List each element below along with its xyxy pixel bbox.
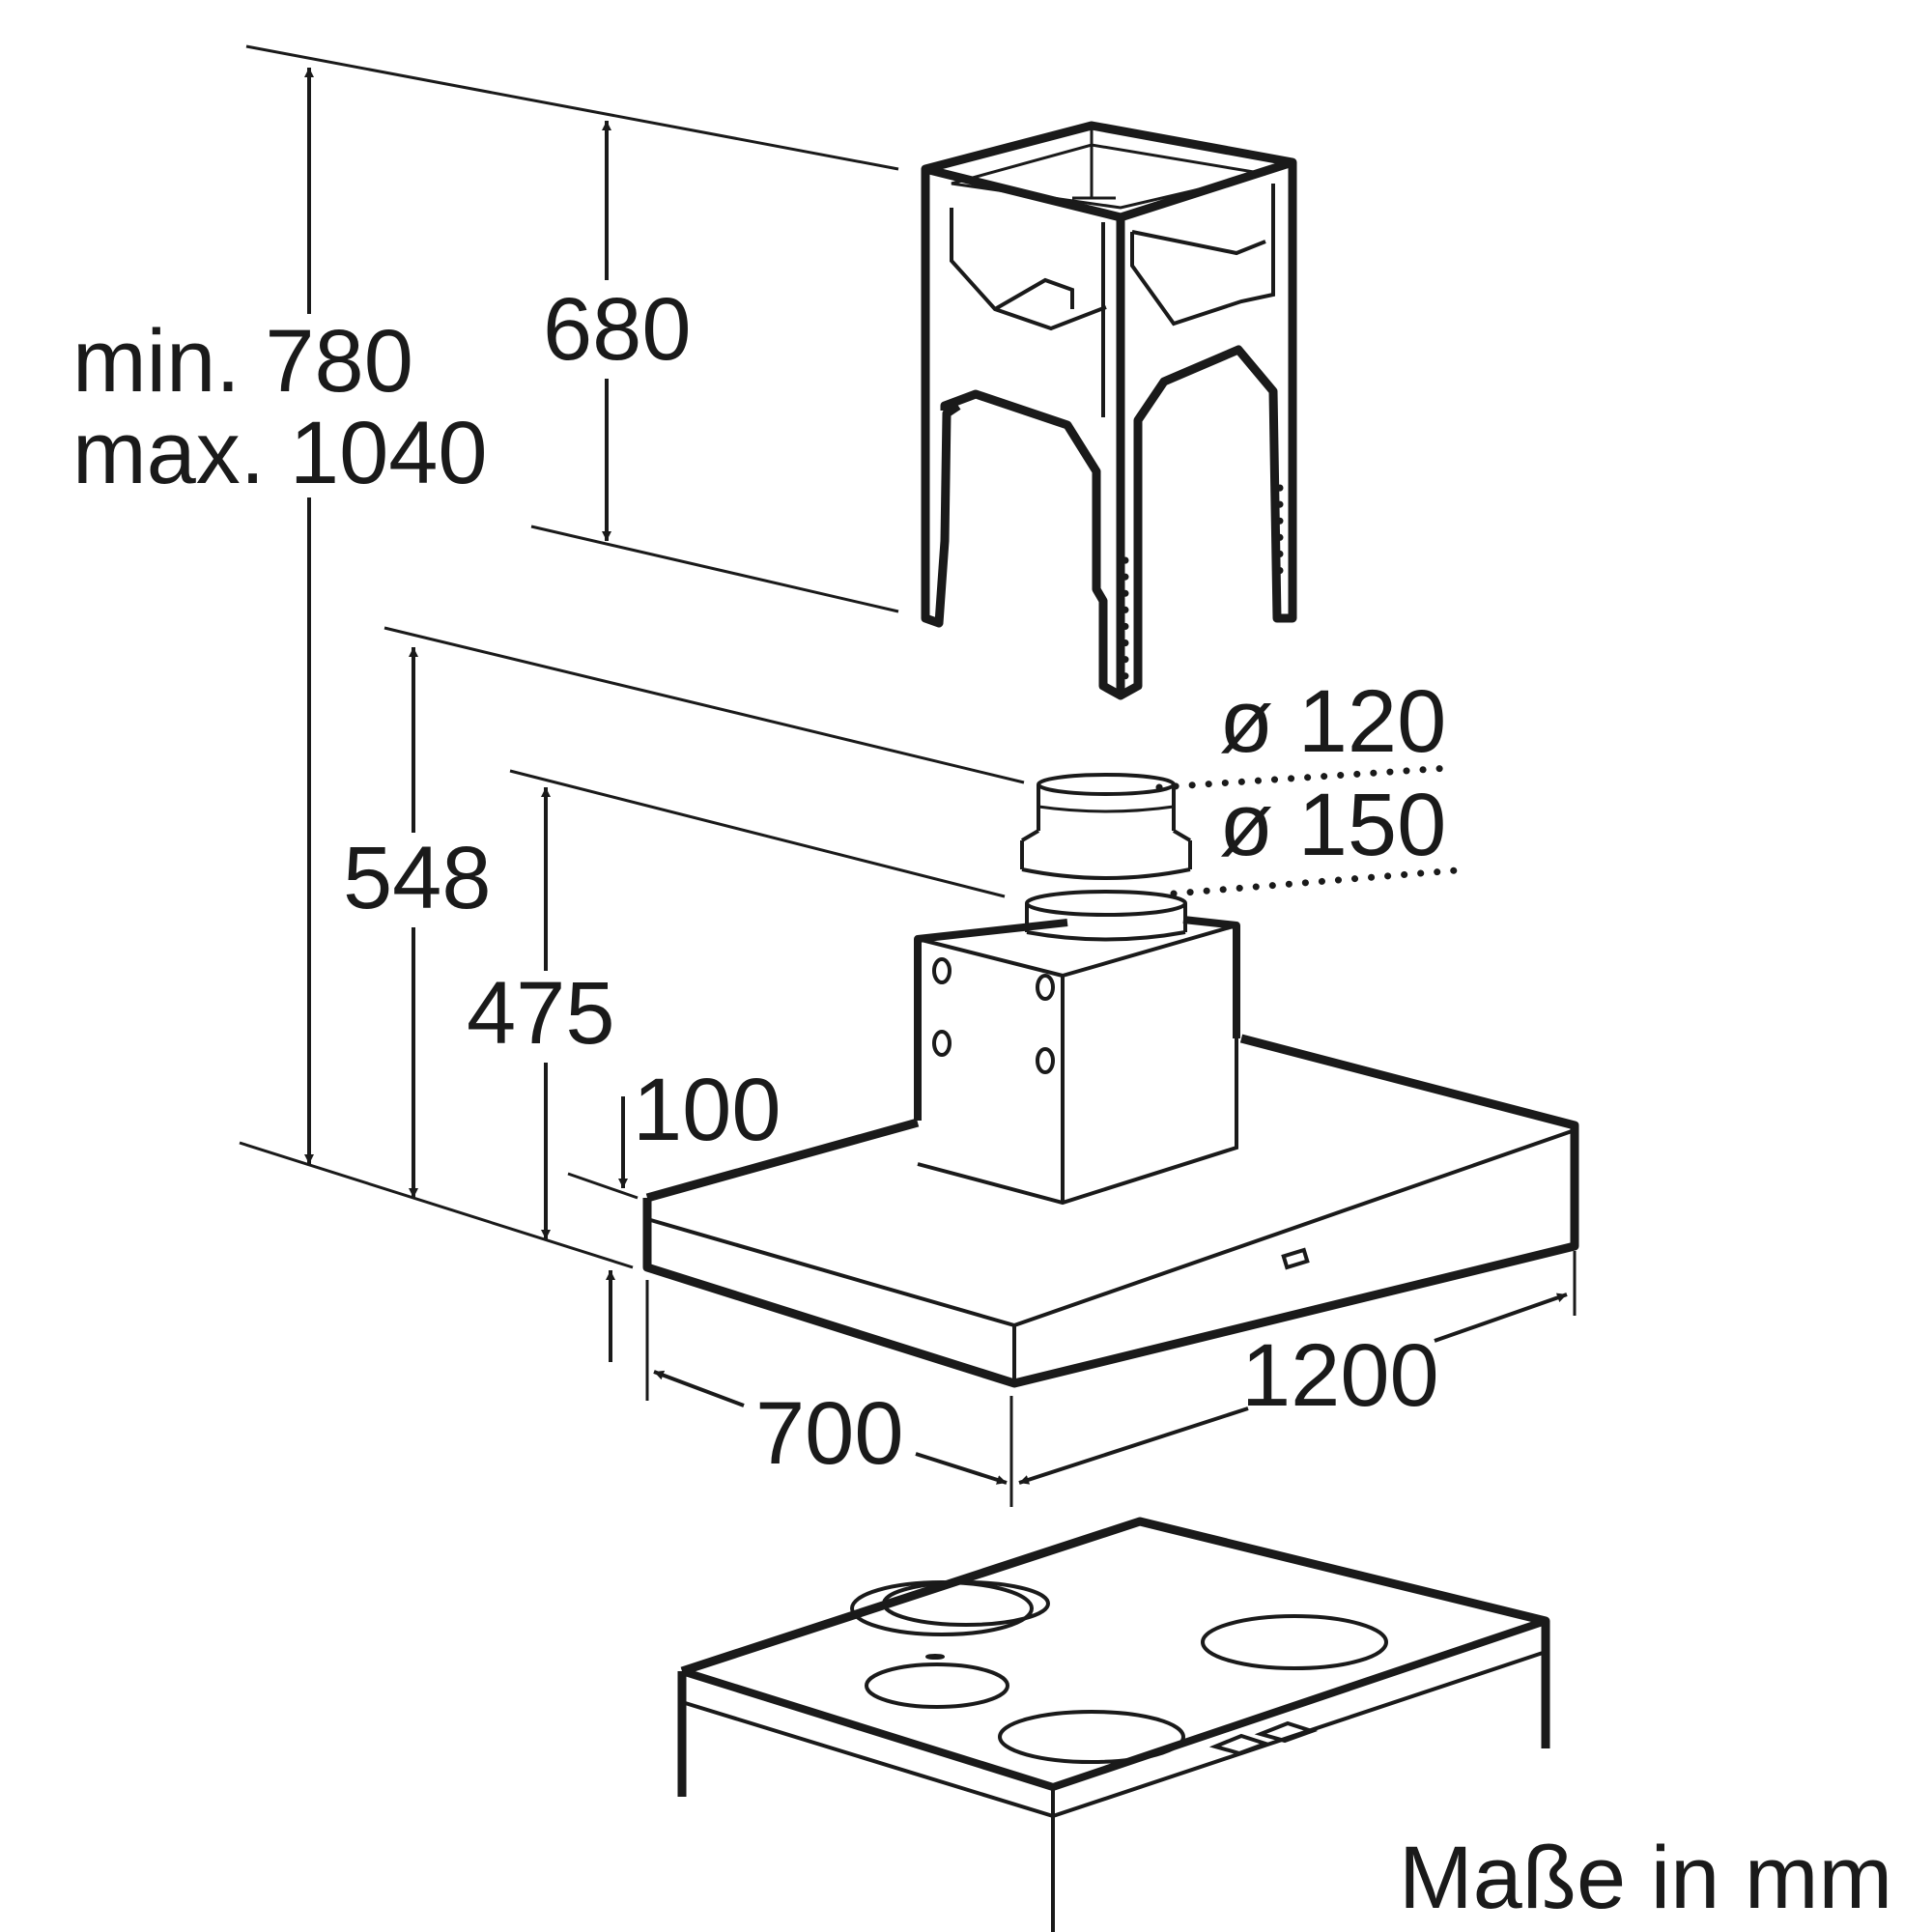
dim-arrow-700-right — [915, 1452, 1008, 1485]
cooktop-burner-back-inner — [882, 1580, 1050, 1627]
canopy-control-button — [1281, 1247, 1310, 1270]
frame-top-inner — [951, 143, 1266, 210]
reducer-right-step — [1172, 829, 1192, 842]
dimension-lines — [304, 68, 1568, 1485]
reducer-top-rim — [1037, 773, 1176, 796]
motor-box-bottom — [917, 1038, 1238, 1206]
canopy — [642, 1034, 1579, 1388]
frame-gusset-right-inner — [1131, 230, 1266, 256]
label-width: 1200 — [1241, 1326, 1439, 1425]
motor-box-hole-4 — [1036, 1047, 1055, 1074]
cooktop — [677, 1517, 1550, 1932]
ext-line-canopy-top — [567, 1172, 639, 1200]
ext-line-canopy-bottom — [239, 1141, 634, 1269]
label-chimney-height: 548 — [343, 829, 492, 927]
motor-box-hole-2 — [932, 1030, 952, 1057]
leader-dots-150 — [1170, 866, 1472, 897]
reducer-bottom-rim — [1021, 867, 1191, 880]
ext-line-motor-top — [509, 769, 1006, 898]
label-ceiling-max: max. 1040 — [72, 404, 488, 502]
label-frame-height: 680 — [543, 280, 692, 379]
ext-line-frame-bottom — [530, 525, 899, 613]
motor-box-left-edge — [914, 919, 1068, 1121]
cooktop-burner-back-gap — [925, 1654, 945, 1660]
cooktop-front-lower — [681, 1700, 1054, 1818]
frame-gusset-right — [1130, 184, 1275, 327]
cooktop-burner-left — [865, 1662, 1009, 1709]
outlet-collar — [1025, 890, 1187, 942]
label-motor-box-height: 475 — [467, 964, 615, 1063]
outlet-reducer — [1020, 773, 1192, 880]
motor-box-hole-1 — [932, 957, 952, 984]
motor-box-top-right — [1062, 923, 1237, 978]
collar-top-rim — [1025, 890, 1187, 917]
canopy-outline — [642, 1034, 1579, 1388]
motor-box — [914, 916, 1240, 1206]
cooktop-burner-front — [998, 1710, 1185, 1764]
ext-line-ceiling — [245, 44, 899, 171]
units-caption: Maße in mm — [1399, 1829, 1892, 1927]
reducer-band — [1037, 805, 1175, 813]
dim-arrow-1200-right — [1434, 1293, 1568, 1343]
cooktop-control-left — [1208, 1733, 1272, 1756]
label-canopy-thickness: 100 — [633, 1061, 781, 1159]
label-outlet-small: ø 120 — [1219, 672, 1446, 771]
collar-bottom-rim — [1026, 930, 1186, 942]
ext-line-outlet-top — [384, 626, 1025, 784]
label-depth: 700 — [755, 1384, 904, 1483]
motor-box-hole-3 — [1036, 974, 1055, 1001]
frame-gusset-left — [950, 208, 1107, 331]
canopy-top-left — [645, 1118, 920, 1203]
cooktop-burner-right — [1201, 1614, 1388, 1670]
cooktop-control-right — [1254, 1720, 1319, 1744]
frame-gusset-left-inner — [994, 277, 1074, 311]
frame-top — [921, 121, 1297, 222]
leader-dots-120 — [1155, 764, 1453, 791]
frame-left-post — [921, 169, 961, 628]
label-outlet-large: ø 150 — [1219, 776, 1446, 874]
motor-box-top-front — [917, 937, 1064, 978]
cooktop-top-edges — [680, 1517, 1550, 1748]
label-ceiling-min: min. 780 — [72, 312, 413, 411]
dim-arrow-1200-left — [1018, 1406, 1249, 1485]
dim-arrow-700-left — [653, 1370, 745, 1407]
mounting-frame — [921, 121, 1297, 700]
dimension-labels: min. 780 max. 1040 680 548 475 100 700 1… — [72, 280, 1446, 1483]
canopy-right-top-edge — [1013, 1128, 1576, 1327]
canopy-front-top-edge — [646, 1217, 1015, 1327]
reducer-left-step — [1020, 829, 1040, 842]
